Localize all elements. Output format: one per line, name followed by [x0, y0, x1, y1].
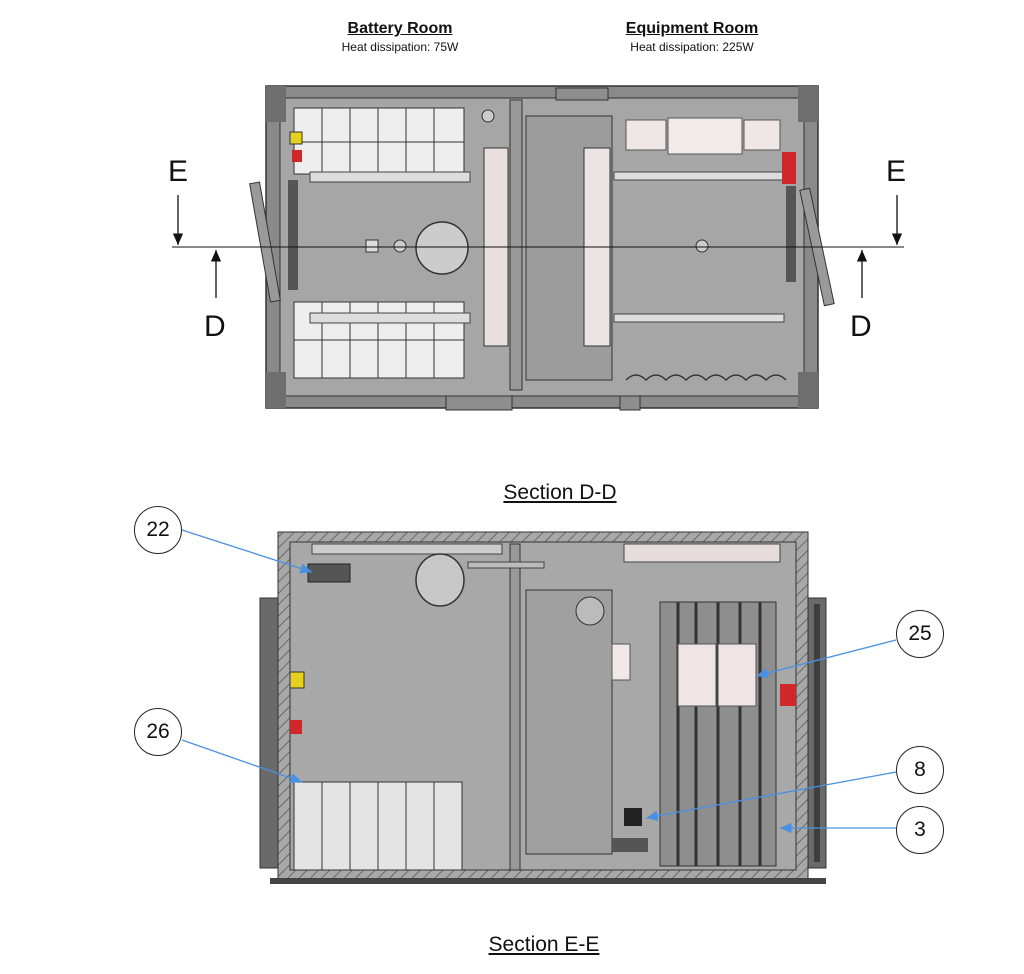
- battery-room-heat: Heat dissipation: 75W: [341, 40, 459, 54]
- callout-22: 22: [134, 506, 182, 554]
- section-dd-title: Section D-D: [503, 481, 617, 504]
- battery-bank-top: [293, 107, 465, 175]
- callout-8: 8: [896, 746, 944, 794]
- section-dd-plan: [172, 85, 904, 411]
- callout-25: 25: [896, 610, 944, 658]
- cut-label-d-right: D: [850, 310, 872, 343]
- section-ee-elevation: [181, 529, 897, 884]
- battery-bank-elevation: [293, 781, 463, 871]
- cut-label-d-left: D: [204, 310, 226, 343]
- cut-label-e-left: E: [168, 155, 189, 188]
- cut-label-e-right: E: [886, 155, 907, 188]
- equipment-room-title: Equipment Room: [625, 20, 759, 37]
- battery-room-title: Battery Room: [347, 20, 453, 37]
- section-ee-title: Section E-E: [488, 933, 600, 956]
- equipment-rack: [659, 601, 777, 867]
- callout-26: 26: [134, 708, 182, 756]
- equipment-room-heat: Heat dissipation: 225W: [630, 40, 754, 54]
- callout-3: 3: [896, 806, 944, 854]
